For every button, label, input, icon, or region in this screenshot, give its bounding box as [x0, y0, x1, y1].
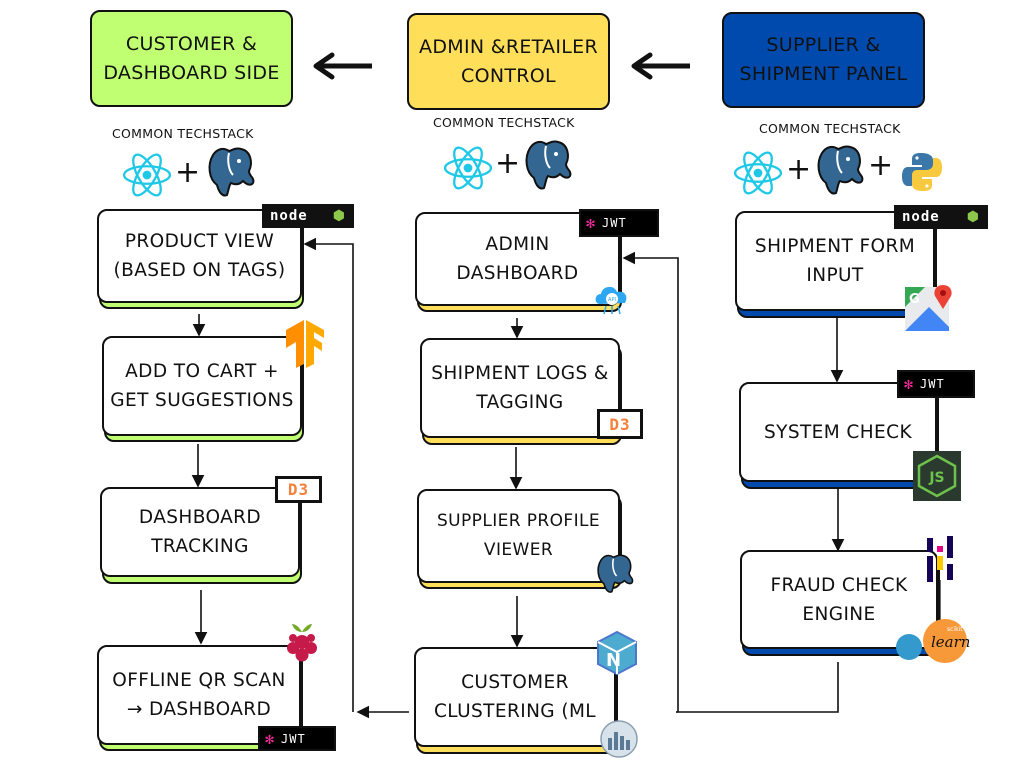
svg-text:G: G [909, 292, 920, 307]
jwt-star-icon: ✻ [586, 214, 597, 232]
jwt-star-icon: ✻ [265, 729, 276, 748]
header-customer-label: CUSTOMER & DASHBOARD SIDE [103, 32, 280, 84]
node-admin-dashboard-label: ADMIN DASHBOARD [456, 234, 579, 284]
d3-logo: D3 [275, 476, 322, 503]
seaborn-icon [600, 720, 638, 758]
react-icon [733, 151, 783, 195]
sklearn-small-label: scikit [947, 626, 963, 633]
react-icon [122, 153, 172, 197]
node-fraud-check-label: FRAUD CHECK ENGINE [770, 574, 908, 625]
header-customer: CUSTOMER & DASHBOARD SIDE [90, 10, 293, 107]
node-add-to-cart: ADD TO CART + GET SUGGESTIONS [102, 336, 302, 436]
header-supplier: SUPPLIER & SHIPMENT PANEL [722, 12, 925, 108]
node-dashboard-tracking: DASHBOARD TRACKING [100, 487, 300, 577]
node-system-check-label: SYSTEM CHECK [764, 421, 912, 443]
stack-label-admin: COMMON TECHSTACK [433, 115, 575, 130]
raspberry-pi-icon [287, 624, 317, 662]
node-system-check: SYSTEM CHECK [739, 382, 937, 482]
pandas-icon [927, 536, 953, 582]
arrow-loop-to-product [303, 237, 354, 712]
header-arrow-supplier-to-admin [631, 52, 690, 80]
node-supplier-profile: SUPPLIER PROFILE VIEWER [417, 489, 620, 583]
node-supplier-profile-label: SUPPLIER PROFILE VIEWER [436, 511, 601, 560]
postgres-icon [597, 554, 634, 593]
postgres-icon [817, 145, 864, 195]
nodejs-icon: JS [913, 451, 961, 501]
node-offline-qr-label: OFFLINE QR SCAN → DASHBOARD [112, 670, 286, 720]
jwt-label: JWT [920, 377, 945, 391]
google-maps-icon: G [905, 285, 952, 331]
d3-logo: D3 [597, 409, 643, 439]
jwt-badge: ✻ JWT [897, 370, 975, 398]
jwt-label: JWT [281, 731, 306, 746]
node-dashboard-tracking-label: DASHBOARD TRACKING [138, 507, 262, 557]
numpy-icon: N [597, 630, 637, 676]
hexagon-icon: ⬢ [332, 208, 346, 224]
node-shipment-logs: SHIPMENT LOGS & TAGGING [420, 338, 620, 438]
python-icon [902, 153, 942, 191]
js-label: JS [928, 470, 944, 486]
plus-icon: + [868, 148, 894, 183]
sklearn-label: learn [931, 633, 970, 651]
tensorflow-icon [286, 320, 324, 368]
jwt-label: JWT [602, 216, 627, 230]
plus-icon: + [495, 146, 521, 181]
node-customer-clustering-label: CUSTOMER CLUSTERING (ML [433, 672, 597, 722]
scikit-learn-icon: scikit learn [896, 619, 970, 663]
node-js-badge: node ⬢ [262, 204, 354, 228]
node-shipment-form-label: SHIPMENT FORM INPUT [754, 236, 916, 286]
postgres-icon [208, 147, 255, 197]
plus-icon: + [175, 155, 201, 190]
jwt-badge: ✻ JWT [258, 726, 336, 751]
stack-label-customer: COMMON TECHSTACK [112, 126, 254, 141]
node-product-view-label: PRODUCT VIEW (BASED ON TAGS) [113, 231, 286, 281]
postgres-icon [525, 140, 572, 190]
node-js-label: node [902, 209, 940, 225]
node-customer-clustering: CUSTOMER CLUSTERING (ML [414, 647, 616, 747]
node-product-view: PRODUCT VIEW (BASED ON TAGS) [97, 209, 302, 303]
header-admin-label: ADMIN &RETAILER CONTROL [419, 35, 598, 87]
node-js-badge: node ⬢ [894, 205, 988, 229]
api-label: API [608, 297, 616, 303]
jwt-badge: ✻ JWT [579, 209, 659, 237]
stack-label-supplier: COMMON TECHSTACK [759, 121, 901, 136]
node-add-to-cart-label: ADD TO CART + GET SUGGESTIONS [110, 361, 294, 411]
api-cloud-icon: API [595, 286, 627, 315]
node-shipment-logs-label: SHIPMENT LOGS & TAGGING [431, 363, 609, 413]
d3-label: D3 [287, 480, 310, 499]
svg-text:N: N [606, 650, 621, 671]
react-icon [443, 146, 493, 190]
d3-label: D3 [609, 414, 631, 434]
jwt-star-icon: ✻ [904, 375, 915, 393]
header-arrow-admin-to-customer [313, 52, 372, 80]
plus-icon: + [786, 152, 812, 187]
hexagon-icon: ⬢ [966, 209, 980, 225]
header-supplier-label: SUPPLIER & SHIPMENT PANEL [739, 34, 908, 85]
node-fraud-check: FRAUD CHECK ENGINE [740, 550, 938, 649]
node-js-label: node [270, 208, 308, 224]
header-admin: ADMIN &RETAILER CONTROL [407, 13, 610, 110]
